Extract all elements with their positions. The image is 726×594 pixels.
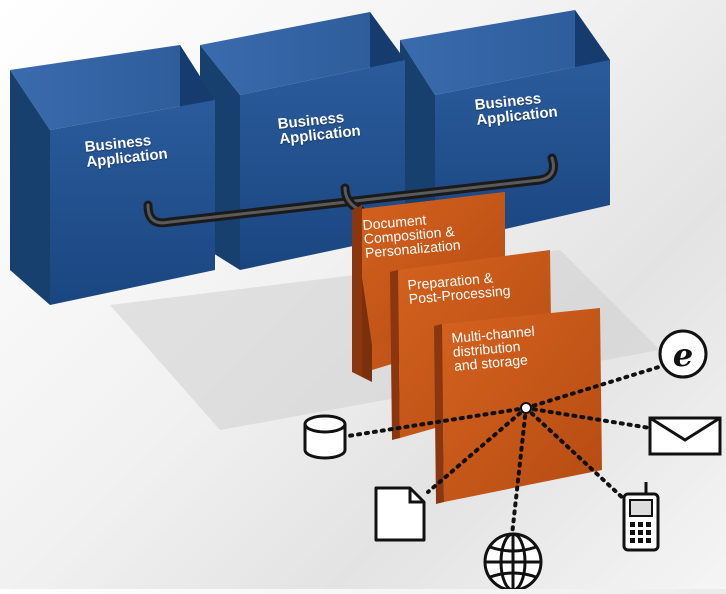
internet-explorer-icon: e [658,329,708,379]
document-icon [374,486,426,542]
panel-label-document-composition: Document Composition & Personalization [361,211,462,261]
cube-top [400,10,610,95]
hub-node [520,402,532,414]
panel-label-multichannel: Multi-channel distribution and storage [450,322,536,374]
envelope-icon [648,416,722,456]
cube-left [10,70,50,305]
database-icon [303,414,347,460]
cube-top [10,45,215,130]
svg-text:e: e [673,336,693,374]
business-application-cube-1 [10,45,215,305]
mobile-phone-icon [622,482,660,552]
cube-front [50,100,215,305]
cube-top [200,12,405,95]
channel-lines [346,364,664,537]
globe-icon [483,532,543,592]
